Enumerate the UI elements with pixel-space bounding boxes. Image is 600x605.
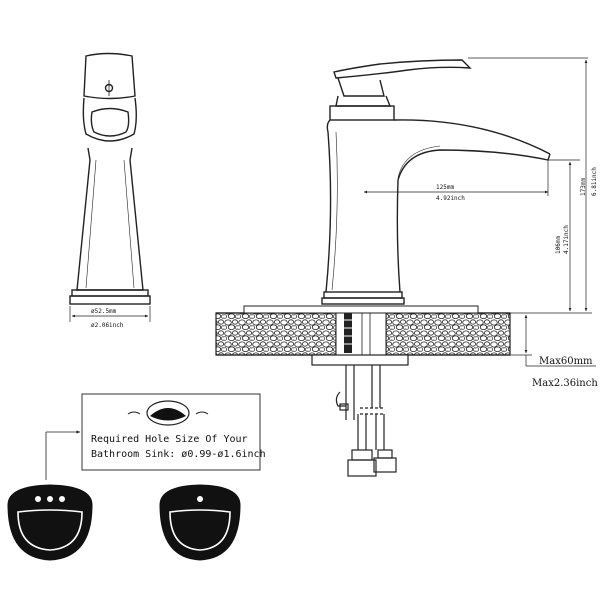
- countertop-section: [215, 305, 511, 366]
- note-leader-arrow: [45, 430, 81, 480]
- spout-reach-dimension: [363, 160, 549, 196]
- spout-height-dimension: [548, 159, 580, 312]
- base-diameter-mm-label: ø52.5mm: [91, 308, 117, 315]
- base-diameter-inch-label: ø2.06inch: [91, 322, 124, 329]
- total-height-mm-label: 173mm: [580, 178, 587, 196]
- spout-height-mm-label: 106mm: [555, 236, 562, 254]
- side-view-faucet: [321, 59, 551, 305]
- spout-height-inch-label: 4.17inch: [563, 225, 570, 254]
- total-height-dimension: [468, 57, 592, 314]
- sink-single-hole-icon: [159, 484, 241, 561]
- hole-size-note-box: [81, 393, 261, 471]
- spout-reach-inch-label: 4.92inch: [436, 195, 465, 202]
- base-diameter-dimension: [69, 306, 151, 322]
- hole-note-line1: Required Hole Size Of Your: [91, 434, 248, 445]
- spout-reach-mm-label: 125mm: [436, 184, 454, 191]
- deck-thickness-dimension: [510, 314, 596, 367]
- total-height-inch-label: 6.81inch: [591, 167, 598, 196]
- deck-thickness-inch-label: Max2.36inch: [532, 378, 598, 389]
- deck-thickness-mm-label: Max60mm: [539, 356, 593, 367]
- front-view-faucet: [69, 52, 151, 305]
- supply-lines: [335, 365, 397, 477]
- hole-note-line2: Bathroom Sink: ø0.99-ø1.6inch: [91, 449, 266, 460]
- sink-three-hole-icon: [7, 484, 93, 561]
